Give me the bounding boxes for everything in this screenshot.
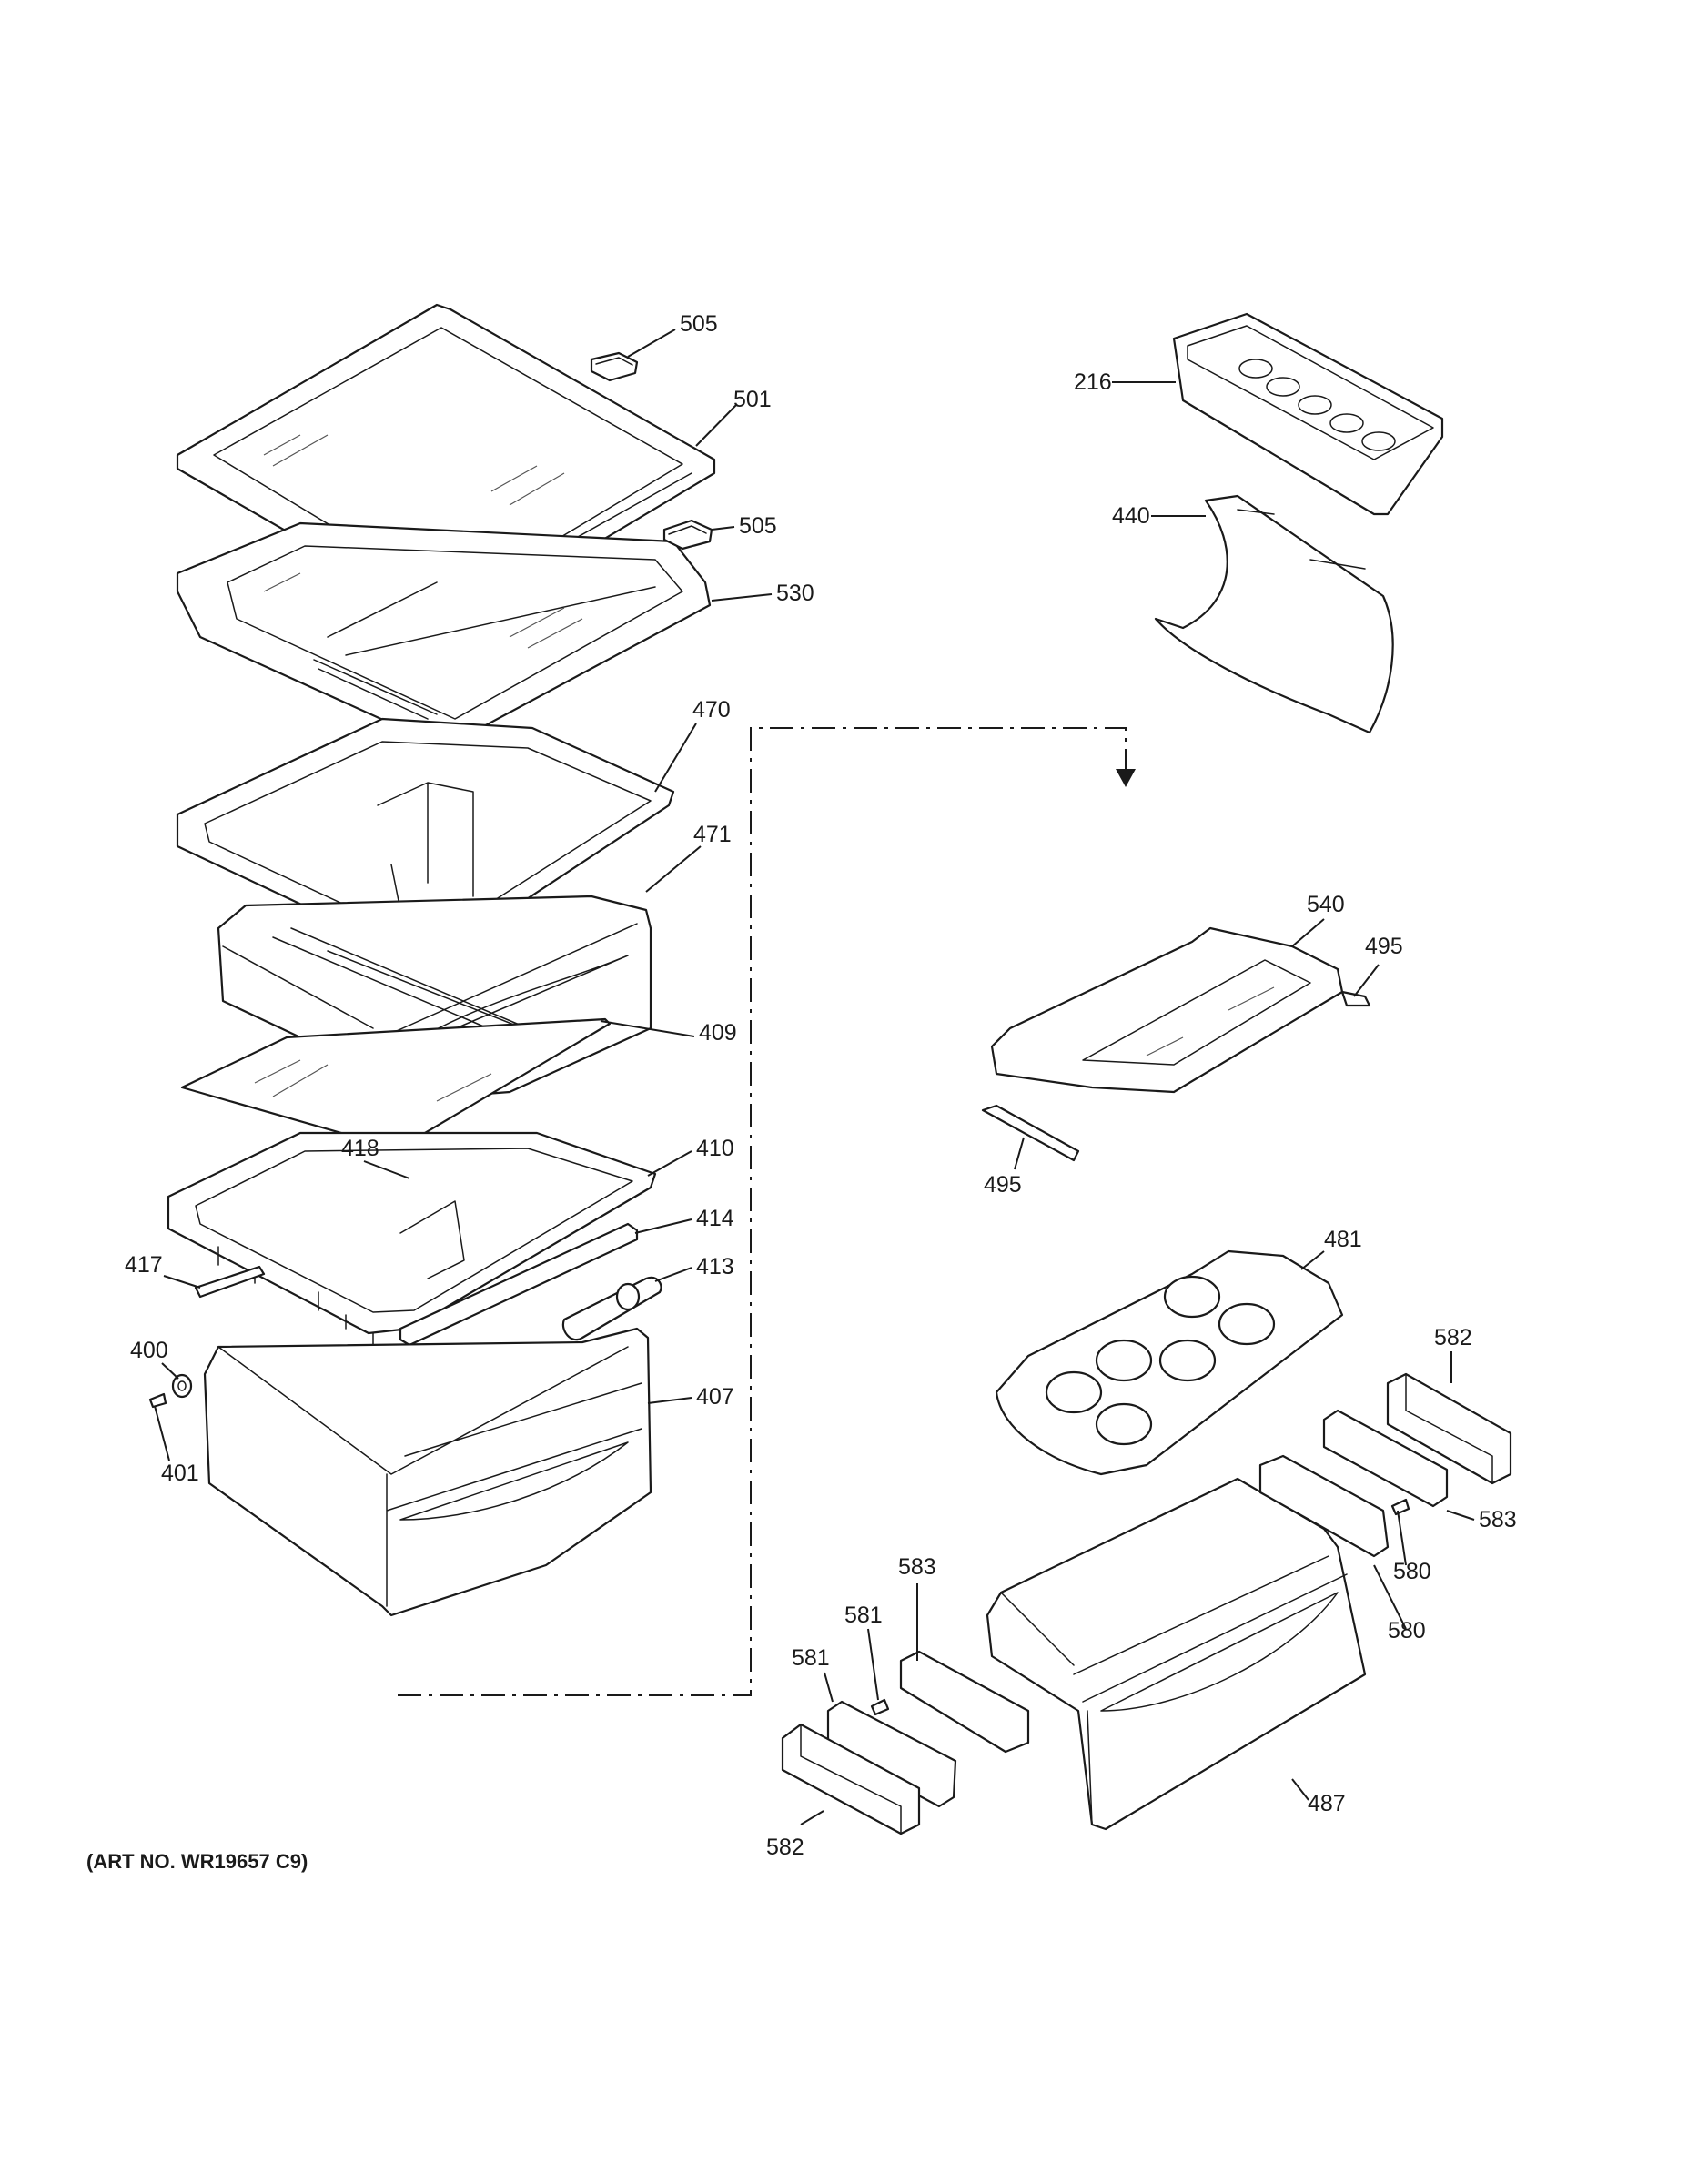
- callout-410: 410: [696, 1136, 734, 1161]
- part-409-glass-panel: [180, 1017, 612, 1144]
- callout-418: 418: [341, 1136, 379, 1161]
- part-495-rail-lower: [981, 1104, 1080, 1162]
- callout-216: 216: [1074, 369, 1112, 395]
- callout-495-upper: 495: [1365, 934, 1403, 959]
- callout-505-lower: 505: [739, 513, 777, 539]
- part-583-screw-right: [1390, 1498, 1410, 1516]
- callout-440: 440: [1112, 503, 1150, 529]
- guide-arrow-icon: [1116, 769, 1136, 787]
- part-581-plate-right: [1322, 1409, 1449, 1508]
- part-413-roller: [561, 1276, 662, 1341]
- callout-582-right: 582: [1434, 1325, 1472, 1350]
- part-414-bar: [399, 1222, 639, 1347]
- callout-470: 470: [692, 697, 731, 723]
- callout-labels: 505 501 505 530 470 471 409 418 410 414 …: [125, 311, 1517, 1860]
- part-407-lower-drawer: [203, 1327, 652, 1617]
- part-582-block-right: [1386, 1372, 1512, 1485]
- callout-401: 401: [161, 1461, 199, 1486]
- part-417-rail: [194, 1265, 266, 1299]
- callout-505-top: 505: [680, 311, 718, 337]
- part-400-washer: [171, 1373, 193, 1399]
- callout-400: 400: [130, 1338, 168, 1363]
- callout-495-lower: 495: [984, 1172, 1022, 1198]
- callout-581-left: 581: [792, 1645, 830, 1671]
- callout-414: 414: [696, 1206, 734, 1231]
- callout-583-left: 581: [844, 1603, 883, 1628]
- part-487-deli-drawer: [986, 1477, 1367, 1831]
- part-580-bracket-left: [899, 1650, 1030, 1754]
- part-540-tray: [990, 926, 1344, 1094]
- callout-501: 501: [733, 387, 772, 412]
- callout-407: 407: [696, 1384, 734, 1410]
- callout-581-right: 583: [1479, 1507, 1517, 1532]
- callout-580-left: 583: [898, 1554, 936, 1580]
- callout-413: 413: [696, 1254, 734, 1279]
- part-440-curved-panel: [1154, 494, 1394, 734]
- part-481-egg-tray: [995, 1249, 1344, 1476]
- assembly-guide-line: [398, 727, 1136, 1696]
- leader-lines: [154, 329, 1475, 1825]
- part-505-end-cap-top: [590, 351, 639, 382]
- part-401-screw: [148, 1392, 167, 1409]
- part-505-end-cap-lower: [662, 519, 713, 551]
- callout-580-right: 580: [1388, 1618, 1426, 1643]
- part-580-bracket-right: [1258, 1454, 1390, 1558]
- part-582-block-left: [781, 1723, 921, 1835]
- callout-540: 540: [1307, 892, 1345, 917]
- callout-417: 417: [125, 1252, 163, 1278]
- part-583-screw-left: [870, 1698, 890, 1716]
- part-530-shelf-frame: [176, 521, 712, 748]
- callout-481: 481: [1324, 1227, 1362, 1252]
- part-216-door-bin: [1172, 312, 1444, 516]
- part-495-rail-upper: [1340, 990, 1371, 1007]
- callout-582-left: 582: [766, 1835, 804, 1860]
- callout-471: 471: [693, 822, 732, 847]
- part-410-drawer-frame: [167, 1131, 657, 1348]
- art-number-caption: (ART NO. WR19657 C9): [86, 1850, 308, 1873]
- callout-530: 530: [776, 581, 814, 606]
- callout-583-right: 580: [1393, 1559, 1431, 1584]
- callout-487: 487: [1308, 1791, 1346, 1816]
- callout-409: 409: [699, 1020, 737, 1046]
